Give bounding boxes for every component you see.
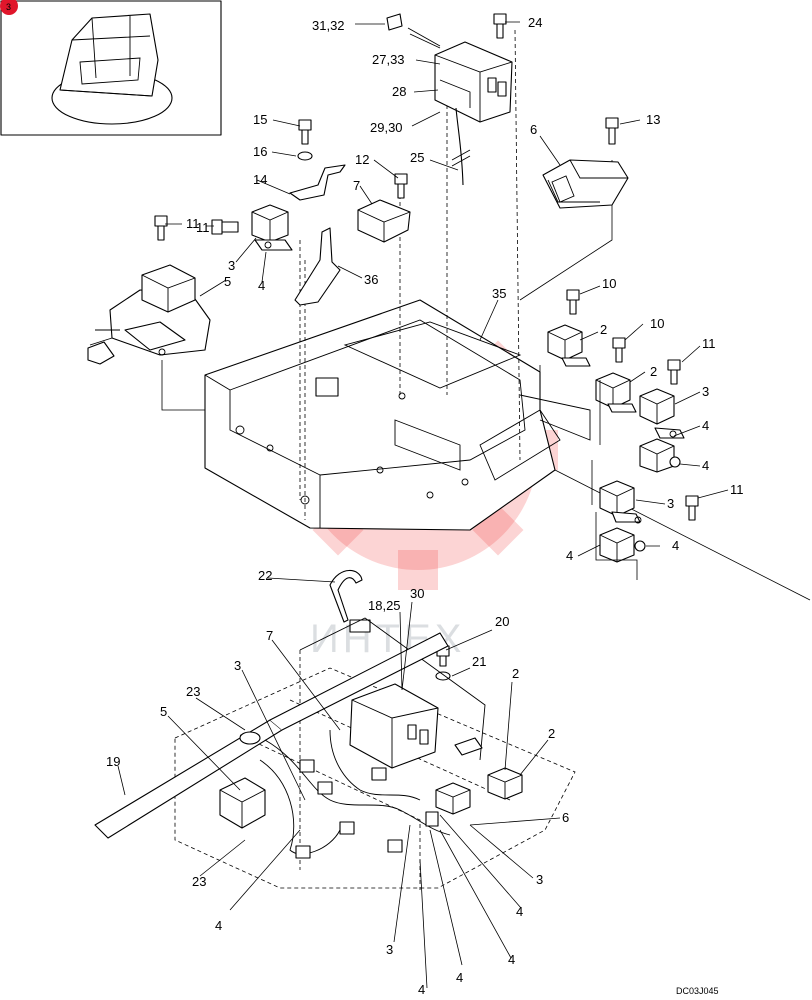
callout-3-right-a: 3	[702, 384, 709, 399]
callout-4-lower-c: 4	[508, 952, 515, 967]
callout-4-lower-a: 4	[215, 918, 222, 933]
lower-frame-upper	[299, 617, 486, 761]
part-19-pipe	[94, 632, 449, 839]
callout-4-lower-d: 4	[418, 982, 425, 997]
part-25-harness	[455, 107, 464, 186]
callout-24: 24	[528, 15, 542, 30]
part-6-boot	[542, 159, 629, 209]
part-30-fuse-box-lower	[349, 683, 439, 769]
part-10-bolt-a	[566, 289, 580, 315]
callout-30: 30	[410, 586, 424, 601]
right-group-brackets	[539, 365, 638, 580]
callout-11-a: 11	[186, 216, 200, 231]
part-12-bolt	[394, 173, 408, 199]
part-4-bracket-right-a	[639, 438, 681, 473]
callout-4-lower-b: 4	[516, 904, 523, 919]
callout-31-32: 31,32	[312, 18, 345, 33]
part-13-bolt	[605, 117, 619, 145]
callout-16: 16	[253, 144, 267, 159]
part-3-relay-right-a	[639, 388, 685, 439]
lower-connector-small	[454, 737, 483, 756]
callout-3-lower-b: 3	[536, 872, 543, 887]
callout-3-right-b: 3	[667, 496, 674, 511]
part-10-bolt-b	[612, 337, 626, 363]
callout-10-a: 10	[602, 276, 616, 291]
callout-6-lower: 6	[562, 810, 569, 825]
callout-3-upper: 3	[228, 258, 235, 273]
callout-19: 19	[106, 754, 120, 769]
callout-2-lower-b: 2	[548, 726, 555, 741]
callout-7-lower: 7	[266, 628, 273, 643]
part-3-relay-right-b	[599, 480, 642, 524]
callout-11-b: 11	[196, 220, 210, 235]
callout-11-d: 11	[730, 482, 744, 497]
lower-wiring-harness	[259, 729, 451, 859]
callout-leader-lines	[117, 21, 729, 989]
callout-25: 25	[410, 150, 424, 165]
part-3-relay-upper	[251, 204, 293, 251]
callout-22: 22	[258, 568, 272, 583]
callout-5-lower: 5	[160, 704, 167, 719]
callout-28: 28	[392, 84, 406, 99]
callout-4-right-c: 4	[672, 538, 679, 553]
inset-thumbnail: 3	[0, 0, 222, 136]
callout-4-right-a: 4	[702, 418, 709, 433]
part-15-bolt	[298, 119, 312, 145]
lower-assembly-outline	[174, 667, 576, 889]
callout-2-b: 2	[650, 364, 657, 379]
callout-2-a: 2	[600, 322, 607, 337]
callout-5-upper: 5	[224, 274, 231, 289]
callout-12: 12	[355, 152, 369, 167]
part-35-bracket-box	[204, 299, 591, 531]
part-27-28-fuse-box	[434, 41, 513, 123]
part-16-washer	[297, 151, 313, 161]
part-2-relay-b	[595, 372, 637, 413]
part-24-bolt	[493, 13, 507, 39]
part-2-relay-lower-a	[487, 767, 523, 800]
part-5-relay-lower	[219, 777, 266, 829]
part-2-relay-a	[547, 324, 591, 367]
harness-break-mark	[451, 149, 471, 167]
callout-20: 20	[495, 614, 509, 629]
callout-11-c: 11	[702, 336, 716, 351]
part-11-bolt-right-b	[685, 495, 699, 521]
part-36-bracket	[294, 227, 341, 306]
part-11-screw	[211, 219, 239, 235]
drawing-code: DC03J045	[676, 986, 719, 996]
callout-36: 36	[364, 272, 378, 287]
part-11-bolt-right-a	[667, 359, 681, 385]
callout-4-upper: 4	[258, 278, 265, 293]
callout-23-b: 23	[192, 874, 206, 889]
long-leader-line	[554, 469, 811, 601]
callout-14: 14	[253, 172, 267, 187]
part-2-relay-lower-b	[435, 782, 471, 815]
callout-27-33: 27,33	[372, 52, 405, 67]
assembly-guide-lines-upper	[299, 29, 521, 520]
callout-4-right-b: 4	[702, 458, 709, 473]
callout-21: 21	[472, 654, 486, 669]
part-21-washer	[435, 671, 451, 681]
callout-3-lower-a: 3	[234, 658, 241, 673]
callout-4-lower-e: 4	[456, 970, 463, 985]
part-14-bracket	[289, 164, 346, 201]
callout-3-lower-c: 3	[386, 942, 393, 957]
callout-7-upper: 7	[353, 178, 360, 193]
callout-29-30: 29,30	[370, 120, 403, 135]
inset-badge: 3	[6, 2, 11, 12]
part-11-bolt-upper-left	[154, 215, 168, 241]
callout-4-right-d: 4	[566, 548, 573, 563]
part-5-relay-assembly	[87, 264, 211, 365]
callout-10-b: 10	[650, 316, 664, 331]
callout-6: 6	[530, 122, 537, 137]
callout-35: 35	[492, 286, 506, 301]
callout-13: 13	[646, 112, 660, 127]
callout-15: 15	[253, 112, 267, 127]
part-4-bracket-right-b	[599, 527, 646, 563]
callout-2-lower-a: 2	[512, 666, 519, 681]
part-7-relay-block	[357, 199, 411, 243]
callout-18-25: 18,25	[368, 598, 401, 613]
callout-23-a: 23	[186, 684, 200, 699]
part-31-32-fuse	[386, 13, 441, 49]
